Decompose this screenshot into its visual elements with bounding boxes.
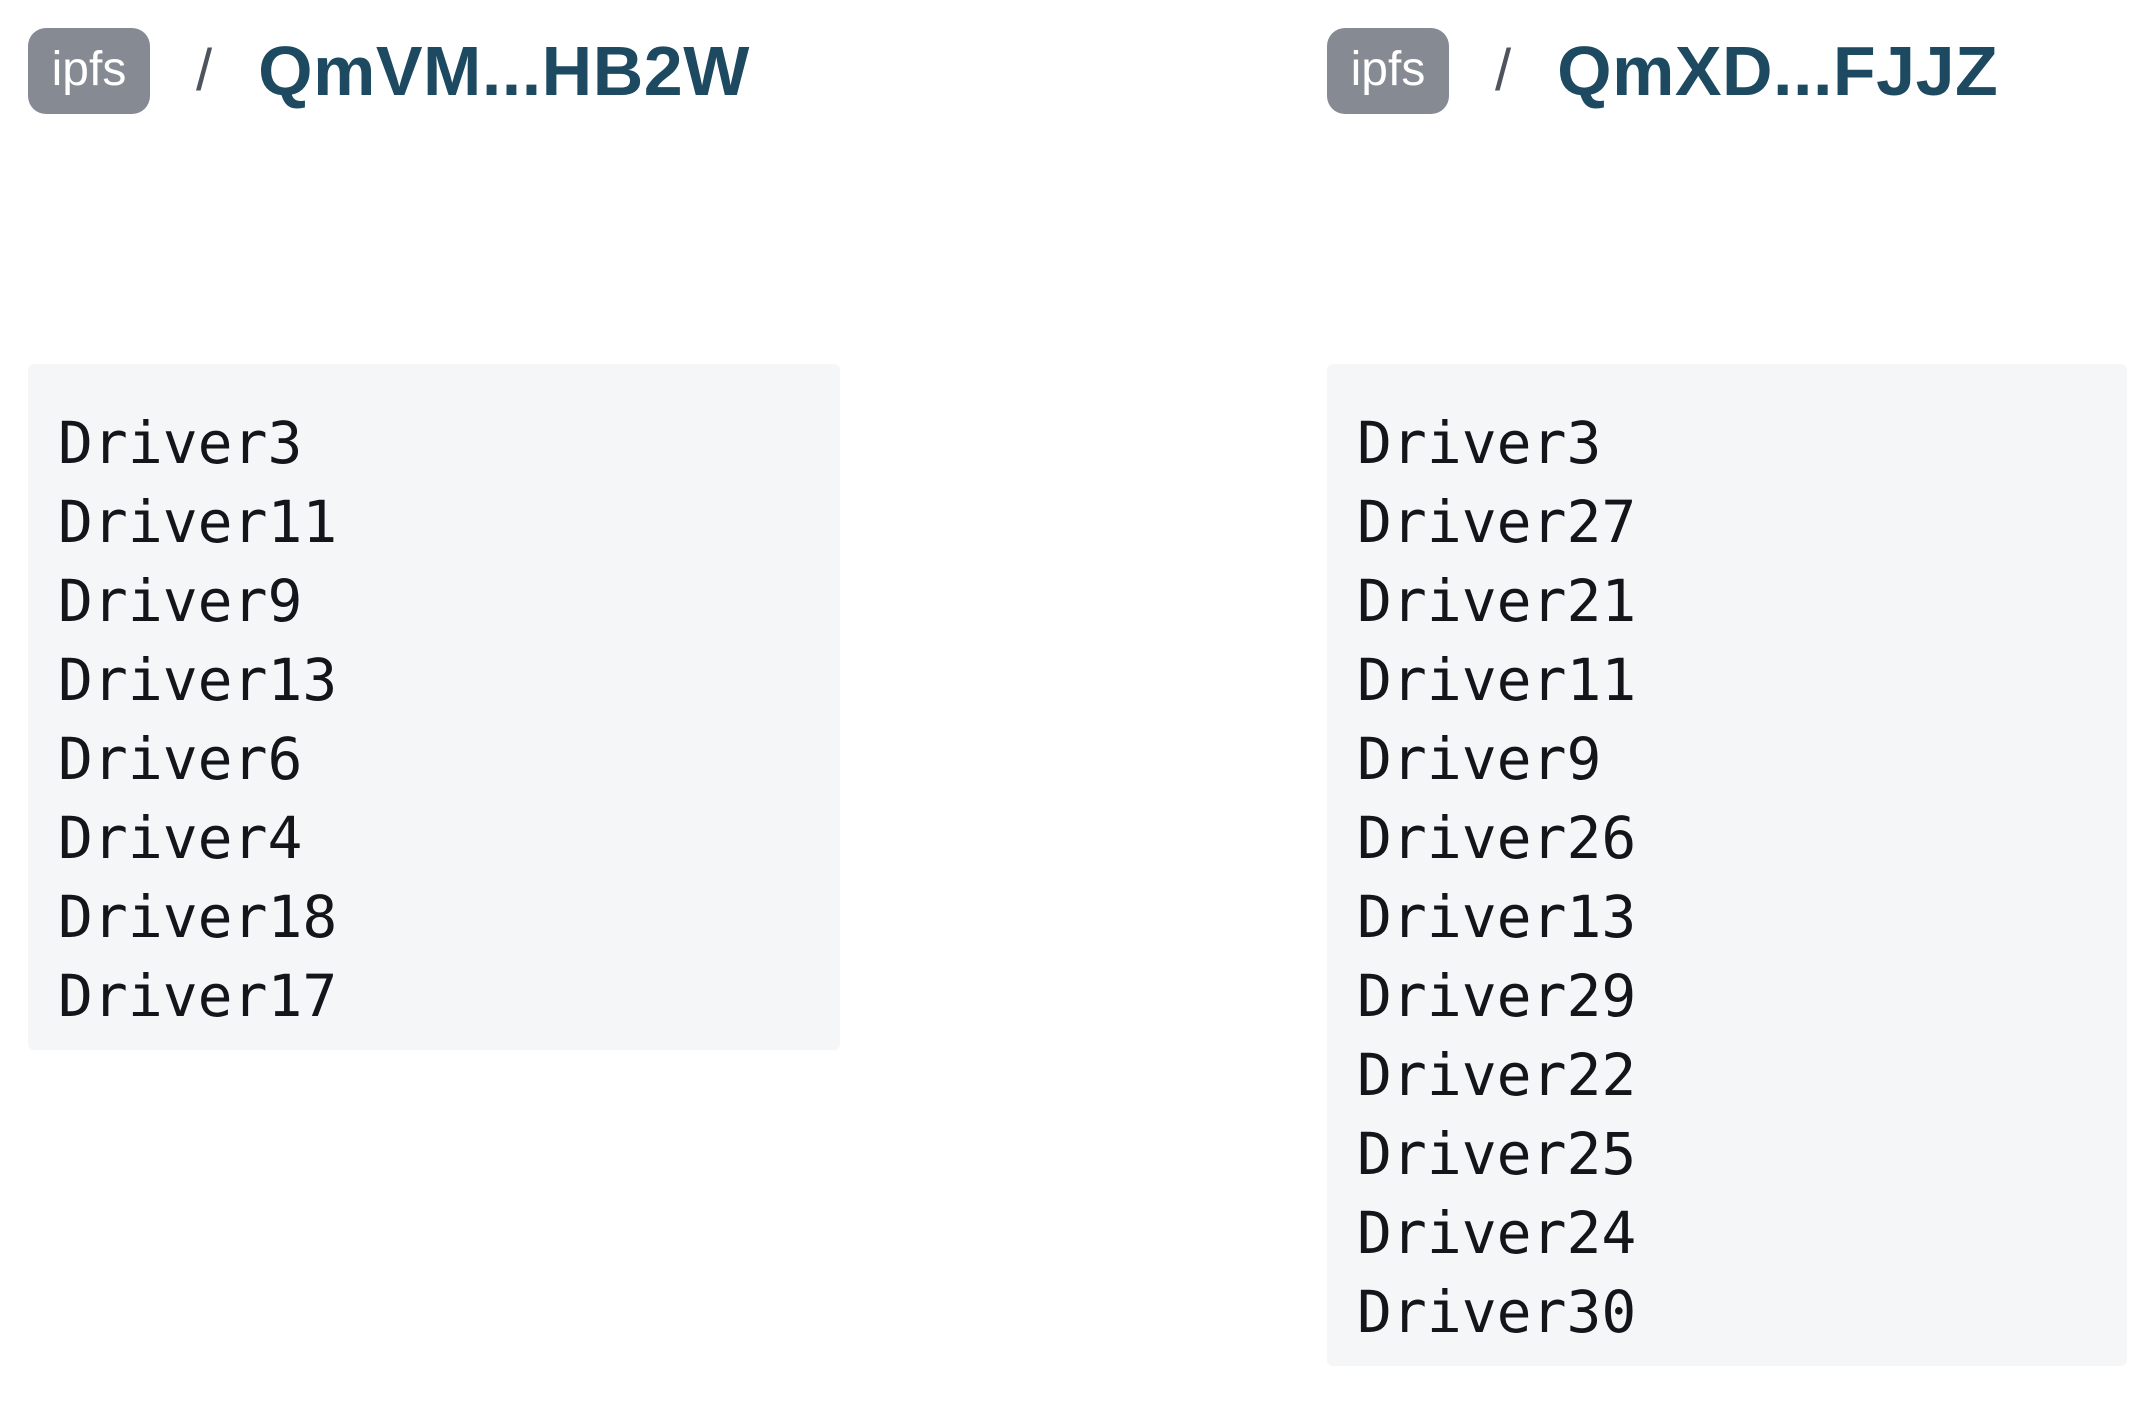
- driver-entry: Driver30: [1357, 1278, 1637, 1346]
- breadcrumb-separator: /: [196, 38, 213, 103]
- cid-title[interactable]: QmVM...HB2W: [258, 32, 750, 110]
- driver-entry: Driver24: [1357, 1199, 1637, 1267]
- cid-title[interactable]: QmXD...FJJZ: [1557, 32, 1999, 110]
- ipfs-badge[interactable]: ipfs: [28, 28, 150, 114]
- driver-entry: Driver11: [58, 488, 338, 556]
- breadcrumb-separator: /: [1495, 38, 1512, 103]
- driver-entry: Driver11: [1357, 646, 1637, 714]
- driver-entry: Driver29: [1357, 962, 1637, 1030]
- driver-entry: Driver4: [58, 804, 303, 872]
- driver-entry: Driver22: [1357, 1041, 1637, 1109]
- breadcrumb: ipfs / QmVM...HB2W: [28, 24, 840, 118]
- breadcrumb: ipfs / QmXD...FJJZ: [1327, 24, 2127, 118]
- driver-entry: Driver3: [58, 409, 303, 477]
- driver-entry: Driver13: [58, 646, 338, 714]
- driver-entry: Driver9: [58, 567, 303, 635]
- driver-entry: Driver17: [58, 962, 338, 1030]
- driver-entry: Driver21: [1357, 567, 1637, 635]
- driver-entry: Driver27: [1357, 488, 1637, 556]
- driver-entry: Driver26: [1357, 804, 1637, 872]
- driver-entry: Driver6: [58, 725, 303, 793]
- ipfs-badge[interactable]: ipfs: [1327, 28, 1449, 114]
- driver-entry: Driver3: [1357, 409, 1602, 477]
- driver-entry: Driver9: [1357, 725, 1602, 793]
- driver-entry: Driver25: [1357, 1120, 1637, 1188]
- driver-entry: Driver13: [1357, 883, 1637, 951]
- driver-entry: Driver18: [58, 883, 338, 951]
